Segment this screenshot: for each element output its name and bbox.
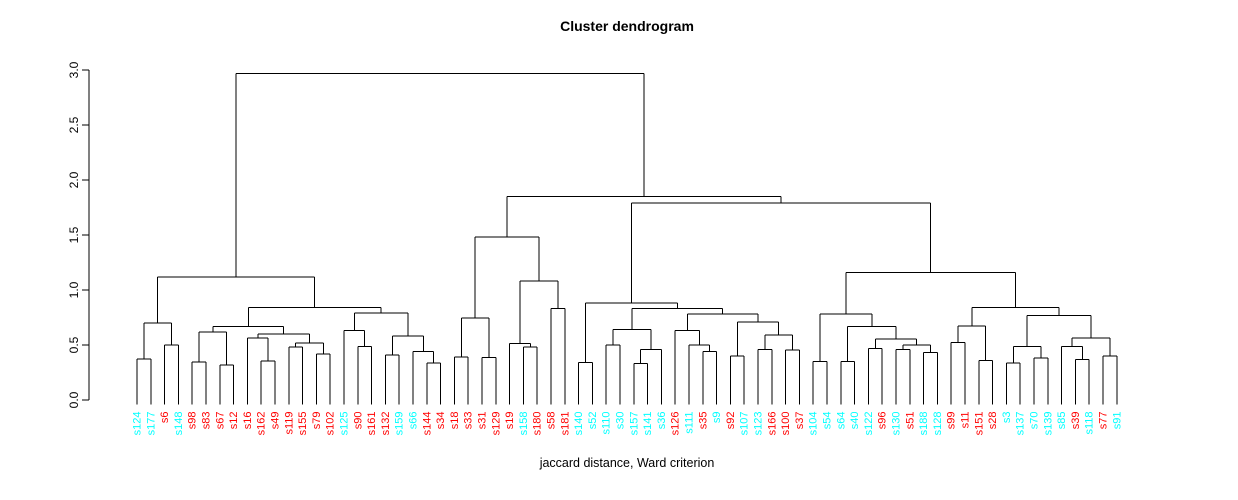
leaf-label-s148: s148 <box>173 412 185 436</box>
leaf-label-s11: s11 <box>960 412 972 429</box>
leaf-label-s58: s58 <box>546 412 558 430</box>
leaf-label-s123: s123 <box>753 412 765 436</box>
leaf-label-s124: s124 <box>132 412 144 436</box>
y-tick-label: 2.0 <box>67 171 81 188</box>
leaf-label-s19: s19 <box>504 412 516 430</box>
leaf-label-s9: s9 <box>711 412 723 424</box>
leaf-label-s128: s128 <box>932 412 944 436</box>
y-tick-label: 2.5 <box>67 116 81 133</box>
leaf-label-s98: s98 <box>187 412 199 430</box>
leaf-label-s102: s102 <box>325 412 337 436</box>
leaf-label-s110: s110 <box>601 412 613 435</box>
leaf-label-s28: s28 <box>987 412 999 430</box>
leaf-label-s66: s66 <box>408 412 420 430</box>
leaf-label-s70: s70 <box>1029 412 1041 430</box>
leaf-label-s181: s181 <box>559 412 571 436</box>
y-tick-label: 0.0 <box>67 391 81 408</box>
leaf-label-s83: s83 <box>201 412 213 430</box>
leaf-label-s188: s188 <box>918 412 930 436</box>
y-tick-label: 1.0 <box>67 281 81 298</box>
leaf-label-s85: s85 <box>1056 412 1068 430</box>
chart-caption: jaccard distance, Ward criterion <box>539 456 715 470</box>
leaf-label-s34: s34 <box>435 412 447 430</box>
leaf-label-s155: s155 <box>297 412 309 436</box>
leaf-label-s30: s30 <box>615 412 627 430</box>
leaf-label-s130: s130 <box>891 412 903 436</box>
leaf-label-s122: s122 <box>863 412 875 436</box>
leaf-label-s3: s3 <box>1001 412 1013 424</box>
leaf-label-s144: s144 <box>421 412 433 436</box>
y-tick-label: 3.0 <box>67 61 81 78</box>
leaf-label-s77: s77 <box>1098 412 1110 430</box>
leaf-label-s139: s139 <box>1042 412 1054 436</box>
y-axis: 0.0 0.5 1.0 1.5 2.0 2.5 3.0 <box>67 61 90 408</box>
leaf-label-s129: s129 <box>490 412 502 436</box>
dendrogram-tree <box>136 72 1118 405</box>
leaf-label-s158: s158 <box>518 412 530 436</box>
leaf-label-s162: s162 <box>256 412 268 436</box>
leaf-label-s90: s90 <box>352 412 364 430</box>
leaf-label-s119: s119 <box>283 412 295 435</box>
leaf-label-s111: s111 <box>684 412 696 434</box>
leaf-label-s33: s33 <box>463 412 475 430</box>
leaf-label-s64: s64 <box>835 412 847 430</box>
leaf-label-s161: s161 <box>366 412 378 436</box>
leaf-label-s49: s49 <box>270 412 282 430</box>
leaf-label-s151: s151 <box>973 412 985 436</box>
leaf-label-s107: s107 <box>739 412 751 436</box>
leaf-label-s92: s92 <box>725 412 737 430</box>
leaf-label-s96: s96 <box>877 412 889 430</box>
leaf-label-s18: s18 <box>449 412 461 430</box>
leaf-label-s36: s36 <box>656 412 668 430</box>
leaf-label-s137: s137 <box>1015 411 1027 435</box>
leaf-label-s166: s166 <box>766 412 778 436</box>
leaf-label-s140: s140 <box>573 412 585 436</box>
leaf-label-s157: s157 <box>628 412 640 436</box>
leaf-label-s125: s125 <box>339 412 351 436</box>
leaf-label-s118: s118 <box>1084 412 1096 435</box>
leaf-label-s39: s39 <box>1070 412 1082 430</box>
leaf-label-s100: s100 <box>780 412 792 436</box>
leaf-label-s54: s54 <box>822 412 834 430</box>
leaf-label-s126: s126 <box>670 412 682 436</box>
y-tick-label: 0.5 <box>67 336 81 353</box>
leaf-label-s104: s104 <box>808 412 820 436</box>
leaf-label-s132: s132 <box>380 412 392 436</box>
leaf-label-s79: s79 <box>311 412 323 430</box>
leaf-label-s91: s91 <box>1111 412 1123 430</box>
leaf-label-s16: s16 <box>242 412 254 430</box>
leaf-label-s141: s141 <box>642 412 654 436</box>
leaf-label-s67: s67 <box>214 412 226 430</box>
leaf-label-s40: s40 <box>849 412 861 430</box>
leaf-label-s35: s35 <box>697 412 709 430</box>
leaf-label-s51: s51 <box>904 412 916 430</box>
leaf-label-s99: s99 <box>946 412 958 430</box>
y-tick-label: 1.5 <box>67 226 81 243</box>
leaf-label-s31: s31 <box>477 412 489 430</box>
leaf-label-s159: s159 <box>394 412 406 436</box>
leaf-label-s37: s37 <box>794 412 806 430</box>
leaf-label-s12: s12 <box>228 412 240 430</box>
leaf-label-s52: s52 <box>587 412 599 430</box>
leaf-label-s177: s177 <box>145 412 157 436</box>
leaf-label-s6: s6 <box>159 412 171 424</box>
chart-title: Cluster dendrogram <box>560 18 694 34</box>
leaf-label-s180: s180 <box>532 412 544 436</box>
